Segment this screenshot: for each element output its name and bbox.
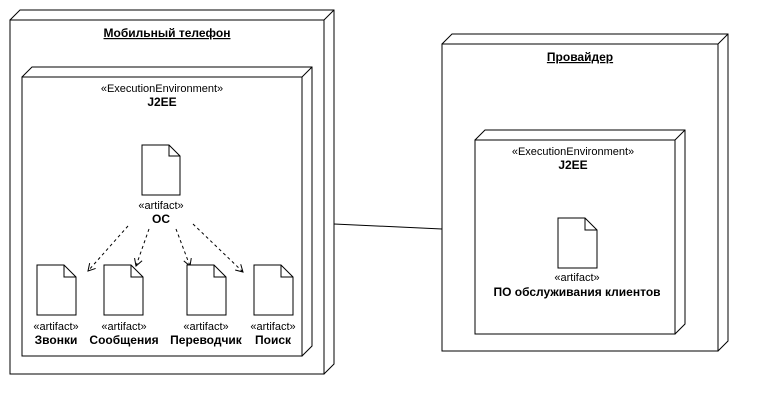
artifact-stereotype-messages: «artifact» [101,321,146,333]
artifact-messages[interactable]: «artifact» Сообщения [89,264,159,347]
document-icon [103,264,144,316]
node-title-mobile-phone: Мобильный телефон [104,26,231,40]
communication-path [333,223,443,230]
env-name-provider: J2EE [558,158,587,172]
artifact-calls[interactable]: «artifact» Звонки [33,264,79,347]
artifact-stereotype-calls: «artifact» [33,321,78,333]
node-title-provider: Провайдер [547,50,613,64]
artifact-name-os: ОС [152,212,170,226]
artifact-name-translator: Переводчик [170,333,243,347]
artifact-name-messages: Сообщения [89,333,158,347]
artifact-search[interactable]: «artifact» Поиск [250,264,296,347]
artifact-stereotype-customer-service: «artifact» [554,272,599,284]
document-icon [36,264,77,316]
artifact-stereotype-os: «artifact» [138,200,183,212]
artifact-name-customer-service: ПО обслуживания клиентов [493,285,660,299]
artifact-os[interactable]: «artifact» ОС [138,144,184,226]
artifact-translator[interactable]: «artifact» Переводчик [170,264,243,347]
document-icon [186,264,227,316]
env-stereotype-phone: «ExecutionEnvironment» [101,83,223,95]
artifact-name-search: Поиск [255,333,292,347]
artifact-name-calls: Звонки [35,333,78,347]
env-stereotype-provider: «ExecutionEnvironment» [512,146,634,158]
artifact-stereotype-search: «artifact» [250,321,295,333]
dependency-arrows [87,223,244,273]
document-icon [253,264,294,316]
env-name-phone: J2EE [147,95,176,109]
dependency-os-translator [175,228,192,267]
artifact-stereotype-translator: «artifact» [183,321,228,333]
document-icon [141,144,181,196]
dependency-os-calls [87,225,129,272]
document-icon [557,217,598,269]
artifact-customer-service[interactable]: «artifact» ПО обслуживания клиентов [493,217,661,299]
dependency-os-messages [134,228,150,267]
